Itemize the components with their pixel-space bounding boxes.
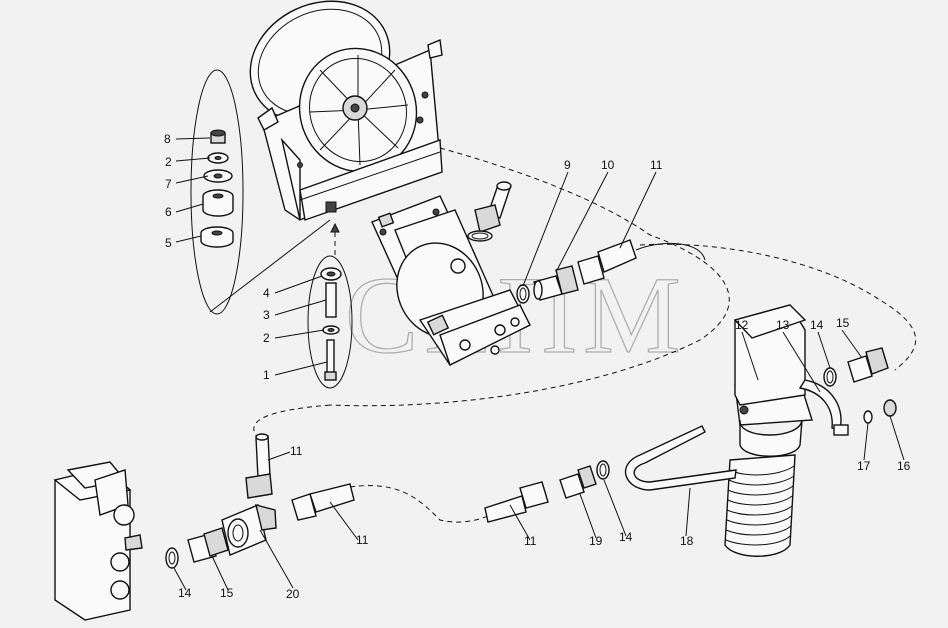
part-17-washer	[863, 410, 873, 424]
hose-route-upper	[329, 147, 730, 407]
part-16-nut	[883, 399, 897, 417]
callout-3: 3	[263, 308, 270, 322]
part-11-hose-end-vertical	[245, 433, 273, 499]
callout-2: 2	[263, 331, 270, 345]
callout-16: 16	[897, 459, 911, 473]
hydraulic-motor	[371, 195, 531, 366]
callout-11: 11	[356, 533, 369, 547]
callout-20: 20	[286, 587, 300, 601]
washer-stack-group	[190, 69, 331, 315]
part-14-oring-center	[596, 460, 610, 480]
mount-arrow-head	[330, 222, 340, 233]
hose-route-right	[639, 243, 917, 371]
elbow-fitting	[467, 181, 512, 242]
callout-12: 12	[735, 318, 749, 332]
bolt-stack-group	[307, 255, 353, 389]
part-11-hose-end-lower-left	[291, 483, 355, 521]
callout-4: 4	[263, 286, 270, 300]
hose-route-left	[253, 404, 331, 441]
callout-6: 6	[165, 205, 172, 219]
leader-lines	[173, 137, 905, 591]
hose-route-lower	[349, 485, 491, 523]
part-15-fitting-right	[847, 347, 889, 383]
callout-11: 11	[290, 444, 303, 458]
callout-19: 19	[589, 534, 603, 548]
filter-assembly	[724, 304, 849, 557]
callout-labels: 8 2 7 6 5 4 3 2 1 9 10 11 12 13 14 15 17…	[164, 132, 911, 601]
part-14-oring-right	[823, 367, 837, 387]
callout-18: 18	[680, 534, 694, 548]
part-20-tee-fitting	[221, 504, 277, 556]
part-11-hose-end-lower-right	[484, 481, 549, 523]
callout-10: 10	[601, 158, 615, 172]
part-15-fitting-left	[187, 527, 229, 563]
callout-2: 2	[165, 155, 172, 169]
callout-8: 8	[164, 132, 171, 146]
part-11-hose-end-upper	[577, 239, 706, 285]
part-10-fitting	[533, 265, 579, 301]
callout-14: 14	[619, 530, 633, 544]
callout-1: 1	[263, 368, 270, 382]
callout-15: 15	[836, 316, 850, 330]
callout-7: 7	[165, 177, 172, 191]
part-9-oring	[516, 284, 530, 304]
callout-11: 11	[524, 534, 537, 548]
part-19-fitting	[559, 465, 597, 499]
callout-9: 9	[564, 158, 571, 172]
callout-11: 11	[650, 158, 663, 172]
callout-15: 15	[220, 586, 234, 600]
callout-5: 5	[165, 236, 172, 250]
callout-14: 14	[810, 318, 824, 332]
fan-assembly	[249, 0, 443, 221]
callout-17: 17	[857, 459, 871, 473]
part-18-u-bolt	[624, 425, 737, 491]
callout-14: 14	[178, 586, 192, 600]
solenoid-valve-block	[53, 461, 143, 621]
part-14-oring-left	[165, 547, 179, 569]
callout-13: 13	[776, 318, 790, 332]
